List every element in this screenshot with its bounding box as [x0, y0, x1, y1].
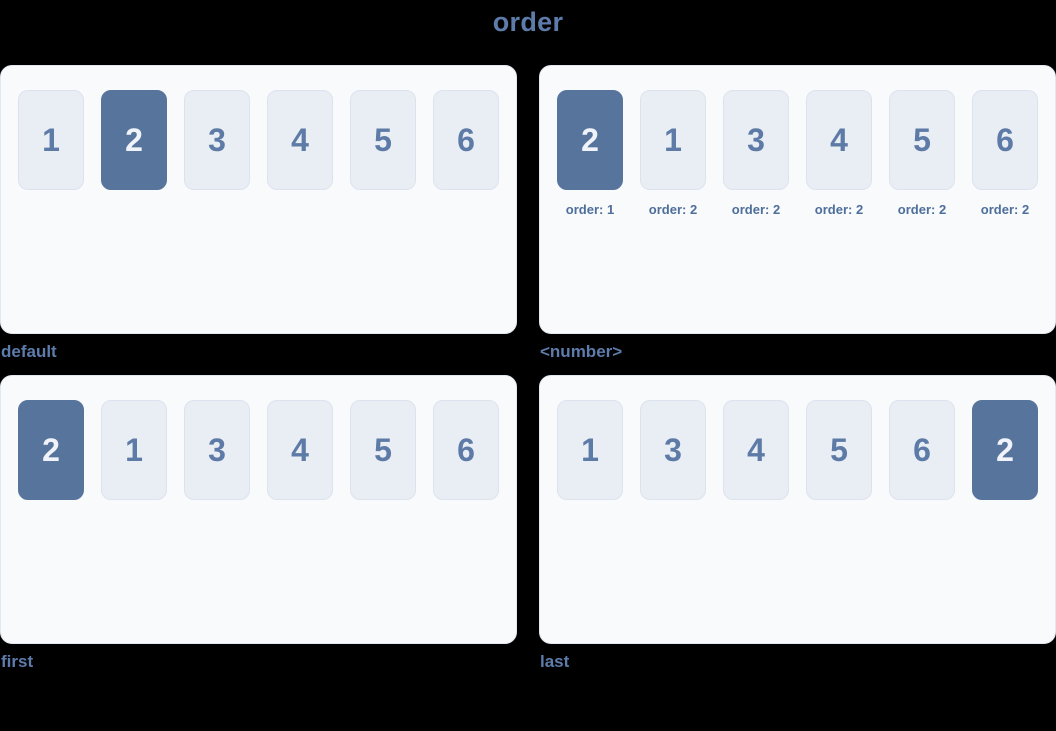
flex-item-column: 4	[723, 400, 789, 500]
flex-item-column: 6	[889, 400, 955, 500]
flex-item-column: 4 order: 2	[806, 90, 872, 218]
flex-item-number: 5	[913, 121, 931, 158]
flex-item-column: 6 order: 2	[972, 90, 1038, 218]
flex-item-column: 3	[184, 400, 250, 500]
flex-item-column: 3	[184, 90, 250, 190]
flex-item-column: 5 order: 2	[889, 90, 955, 218]
flex-item-column: 5	[350, 90, 416, 190]
flex-item-number: 6	[457, 121, 475, 158]
flex-item-number: 2	[42, 431, 60, 468]
flex-item-column: 4	[267, 400, 333, 500]
flex-item: 1	[557, 400, 623, 500]
flex-item-column: 6	[433, 400, 499, 500]
demo-panel: 2 order: 1 1 order: 2 3 order: 2 4 order…	[539, 65, 1056, 361]
panel-caption: first	[1, 652, 34, 671]
flex-item-number: 1	[42, 121, 60, 158]
flex-item-number: 4	[291, 431, 309, 468]
flex-item-column: 1	[18, 90, 84, 190]
flex-item-column: 5	[806, 400, 872, 500]
panel-caption: <number>	[540, 342, 623, 361]
order-value-label: order: 2	[648, 202, 698, 217]
flex-item: 2	[101, 90, 167, 190]
flex-item-number: 3	[747, 121, 765, 158]
order-value-label: order: 2	[897, 202, 947, 217]
flex-item: 2	[972, 400, 1038, 500]
flex-container: 1 3 4 5 6 2	[539, 375, 1056, 644]
flex-item-number: 2	[996, 431, 1014, 468]
flex-item: 5	[806, 400, 872, 500]
demo-grid: 1 2 3 4 5 6 default	[0, 65, 1056, 671]
flex-item-column: 3 order: 2	[723, 90, 789, 218]
flex-item-number: 3	[208, 121, 226, 158]
flex-item-column: 2	[972, 400, 1038, 500]
panel-caption: last	[540, 652, 570, 671]
flex-item-number: 1	[664, 121, 682, 158]
order-value-label: order: 2	[980, 202, 1030, 217]
flex-item-number: 5	[374, 121, 392, 158]
flex-item-number: 2	[125, 121, 143, 158]
flex-item-column: 2	[18, 400, 84, 500]
flex-item-column: 1	[101, 400, 167, 500]
flex-item-column: 5	[350, 400, 416, 500]
flex-item-column: 4	[267, 90, 333, 190]
flex-item-number: 4	[830, 121, 848, 158]
flex-item-number: 6	[457, 431, 475, 468]
flex-item: 5	[350, 90, 416, 190]
page-title: order	[492, 7, 564, 37]
flex-item-number: 1	[581, 431, 599, 468]
flex-item-column: 6	[433, 90, 499, 190]
flex-item: 2	[18, 400, 84, 500]
order-value-label: order: 1	[565, 202, 615, 217]
flex-item-number: 3	[208, 431, 226, 468]
flex-item-number: 3	[664, 431, 682, 468]
flex-item-number: 6	[913, 431, 931, 468]
flex-item: 4	[267, 400, 333, 500]
flex-item-number: 4	[747, 431, 765, 468]
flex-item: 4	[267, 90, 333, 190]
flex-item: 6	[433, 90, 499, 190]
panel-caption: default	[1, 342, 57, 361]
flex-item: 6	[433, 400, 499, 500]
flex-item-column: 2	[101, 90, 167, 190]
flex-item: 1	[18, 90, 84, 190]
flex-item: 6	[889, 400, 955, 500]
flex-item-column: 3	[640, 400, 706, 500]
flex-item-column: 2 order: 1	[557, 90, 623, 218]
flex-item-number: 2	[581, 121, 599, 158]
flex-item: 3	[184, 400, 250, 500]
flex-container: 1 2 3 4 5 6	[0, 65, 517, 334]
flex-container: 2 order: 1 1 order: 2 3 order: 2 4 order…	[539, 65, 1056, 334]
flex-item: 3	[723, 90, 789, 190]
flex-item: 3	[184, 90, 250, 190]
flex-item: 5	[350, 400, 416, 500]
flex-item: 1	[640, 90, 706, 190]
order-value-label: order: 2	[731, 202, 781, 217]
flex-container: 2 1 3 4 5 6	[0, 375, 517, 644]
flex-item-number: 6	[996, 121, 1014, 158]
flex-item: 1	[101, 400, 167, 500]
flex-item: 4	[723, 400, 789, 500]
flex-item: 4	[806, 90, 872, 190]
order-value-label: order: 2	[814, 202, 864, 217]
demo-panel: 1 2 3 4 5 6 default	[0, 65, 517, 361]
demo-panel: 1 3 4 5 6 2 last	[539, 375, 1056, 671]
flex-item-number: 5	[374, 431, 392, 468]
flex-item-number: 5	[830, 431, 848, 468]
flex-item: 5	[889, 90, 955, 190]
flex-item-column: 1	[557, 400, 623, 500]
demo-panel: 2 1 3 4 5 6 first	[0, 375, 517, 671]
flex-item: 3	[640, 400, 706, 500]
flex-item-number: 4	[291, 121, 309, 158]
flex-item-number: 1	[125, 431, 143, 468]
flex-item-column: 1 order: 2	[640, 90, 706, 218]
flex-item: 2	[557, 90, 623, 190]
flex-item: 6	[972, 90, 1038, 190]
